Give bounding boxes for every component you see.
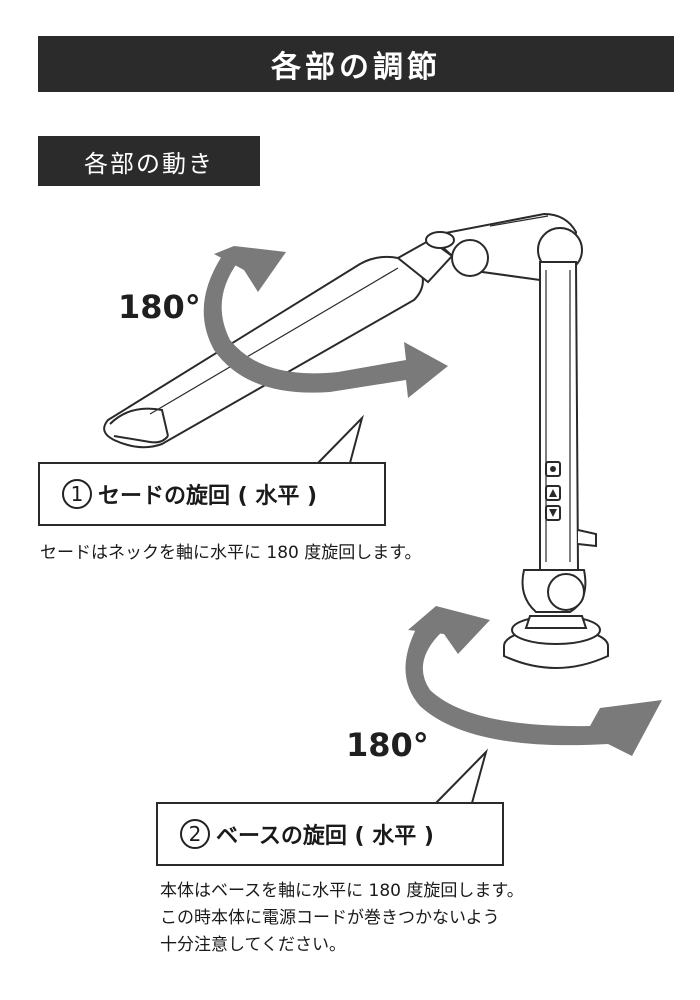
callout-pointer-2 [435,748,488,804]
callout-number-2: 2 [180,819,210,849]
callout-number-1: 1 [62,479,92,509]
base-description-line-1: 本体はベースを軸に水平に 180 度旋回します。 [160,881,524,901]
base-degree-label: 180° [346,726,429,764]
lamp-shade [103,238,454,449]
shade-description: セードはネックを軸に水平に 180 度旋回します。 [40,543,422,563]
page-title: 各部の調節 [38,36,674,92]
section-title: 各部の動き [38,136,260,186]
shade-degree-label: 180° [118,288,201,326]
base-description-line-3: 十分注意してください。 [160,935,346,955]
base-callout: 2 ベースの旋回 ( 水平 ) [156,802,504,866]
base-description-line-2: この時本体に電源コードが巻きつかないよう [160,908,500,928]
shade-callout: 1 セードの旋回 ( 水平 ) [38,462,386,526]
base-callout-text: ベースの旋回 ( 水平 ) [216,824,434,849]
lamp-base [503,615,609,669]
callout-pointer-1 [317,414,364,464]
base-rotation-arrow [405,606,662,756]
shade-rotation-arrow [203,246,448,398]
lamp-body [521,261,597,613]
base-description: 本体はベースを軸に水平に 180 度旋回します。 この時本体に電源コードが巻きつ… [160,878,524,959]
shade-callout-text: セードの旋回 ( 水平 ) [98,484,318,509]
